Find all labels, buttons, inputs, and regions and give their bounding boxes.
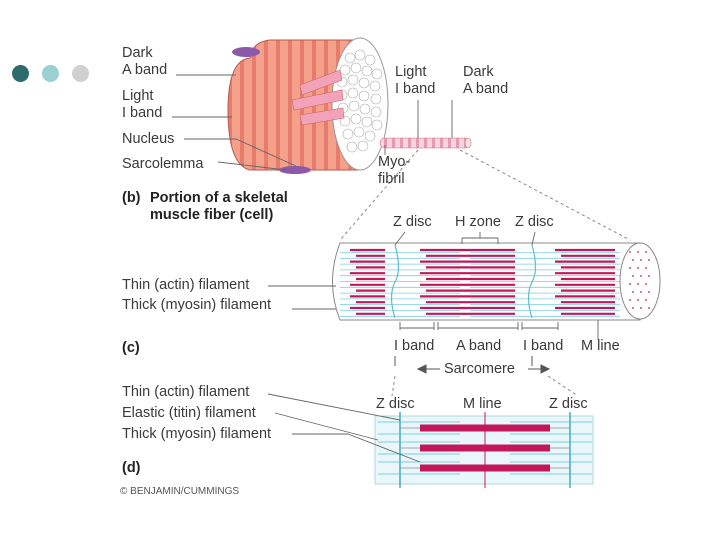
filament-end-dot: [629, 299, 631, 301]
decor-dot-3: [72, 65, 89, 82]
myofibril-tube: [379, 137, 471, 149]
filament-end-dot: [629, 251, 631, 253]
filament-end-dot: [648, 291, 650, 293]
label-light-i-band: Light I band: [122, 88, 162, 122]
filament-end-dot: [648, 275, 650, 277]
label-line: I band: [395, 81, 436, 97]
muscle-fiber-illustration: [227, 37, 472, 174]
filament-end-dot: [637, 251, 639, 253]
caption-line: muscle fiber (cell): [150, 207, 274, 223]
label-myofibril: Myo- fibril: [378, 154, 410, 188]
label-line: Light: [395, 64, 427, 80]
label-z-disc-right-d: Z disc: [549, 396, 588, 412]
label-nucleus: Nucleus: [122, 131, 175, 147]
label-light-i-band-right: Light I band: [395, 64, 435, 98]
label-z-disc-left-d: Z disc: [376, 396, 415, 412]
label-m-line-c: M line: [581, 338, 620, 354]
myofibril-end-face: [619, 242, 661, 320]
label-i-band-right: I band: [523, 338, 564, 354]
filament-end-dot: [632, 307, 634, 309]
filament-end-dot: [632, 291, 634, 293]
caption-letter-c: (c): [122, 340, 140, 356]
myofibril-ends: [336, 49, 383, 153]
label-line: Myo-: [378, 154, 411, 170]
label-h-zone: H zone: [455, 214, 501, 230]
filament-end-dot: [645, 251, 647, 253]
filament-end-dot: [637, 299, 639, 301]
caption-letter-b: (b): [122, 190, 141, 206]
label-m-line-d: M line: [463, 396, 502, 412]
label-z-disc-left-c: Z disc: [393, 214, 432, 230]
filament-end-dot: [629, 267, 631, 269]
label-line: I band: [122, 105, 163, 121]
label-dark-a-band-right: Dark A band: [463, 64, 508, 98]
label-sarcomere: Sarcomere: [444, 361, 515, 377]
nucleus-shape: [279, 166, 311, 174]
label-sarcolemma: Sarcolemma: [122, 156, 204, 172]
filament-end-dot: [632, 275, 634, 277]
label-a-band: A band: [456, 338, 502, 354]
filament-end-dot: [645, 267, 647, 269]
label-thick-filament-c: Thick (myosin) filament: [122, 297, 272, 313]
label-line: A band: [122, 62, 168, 78]
filament-end-dot: [640, 307, 642, 309]
filament-end-dot: [645, 283, 647, 285]
label-line: A band: [463, 81, 509, 97]
filament-end-dot: [648, 307, 650, 309]
label-line: Light: [122, 88, 154, 104]
publisher-credit: © BENJAMIN/CUMMINGS: [120, 486, 240, 497]
label-elastic-filament-d: Elastic (titin) filament: [122, 405, 256, 421]
caption-line: Portion of a skeletal: [150, 190, 288, 206]
caption-b: Portion of a skeletal muscle fiber (cell…: [150, 190, 288, 224]
filament-end-dot: [640, 291, 642, 293]
label-line: fibril: [378, 171, 405, 187]
label-dark-a-band: Dark A band: [122, 45, 167, 79]
decor-dot-2: [42, 65, 59, 82]
filament-end-dot: [640, 275, 642, 277]
label-line: Dark: [463, 64, 494, 80]
label-thin-filament-c: Thin (actin) filament: [122, 277, 250, 293]
label-line: Dark: [122, 45, 153, 61]
filament-end-dot: [637, 283, 639, 285]
label-z-disc-right-c: Z disc: [515, 214, 554, 230]
filament-end-dot: [648, 259, 650, 261]
filament-end-dot: [637, 267, 639, 269]
label-thin-filament-d: Thin (actin) filament: [122, 384, 250, 400]
filament-end-dot: [645, 299, 647, 301]
filament-end-dot: [640, 259, 642, 261]
label-i-band-left: I band: [394, 338, 435, 354]
label-thick-filament-d: Thick (myosin) filament: [122, 426, 272, 442]
nucleus-shape: [232, 47, 260, 57]
caption-letter-d: (d): [122, 460, 141, 476]
sarcomere-filaments-c: [340, 248, 620, 317]
decor-dot-1: [12, 65, 29, 82]
filament-end-dot: [629, 283, 631, 285]
filament-end-dot: [632, 259, 634, 261]
